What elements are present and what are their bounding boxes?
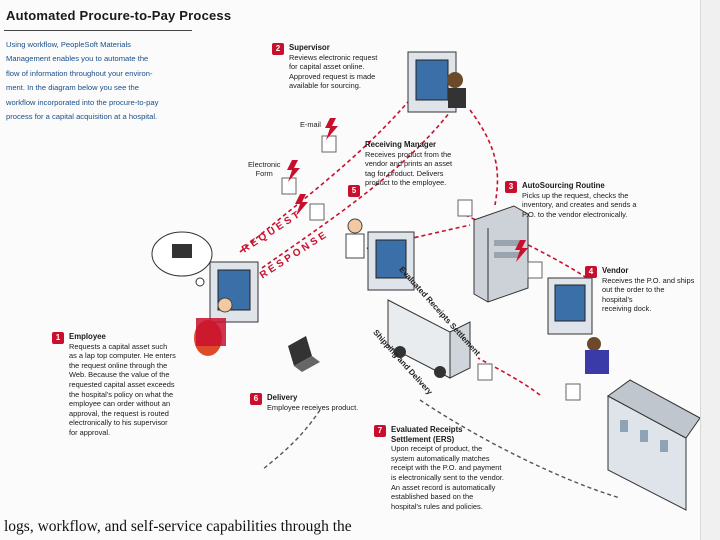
thought-bubble	[151, 231, 213, 287]
step-number: 3	[505, 181, 517, 193]
step-description: Receives product from the vendor and pri…	[365, 149, 453, 188]
electronic-form-label: Electronic Form	[248, 160, 281, 178]
step-description: Requests a capital asset such as a lap t…	[69, 341, 176, 437]
delivery-path	[419, 399, 621, 499]
delivery-truck	[387, 299, 471, 379]
step-heading: Vendor	[602, 266, 629, 275]
document-page: Automated Procure-to-Pay Process Using w…	[4, 8, 700, 535]
step-4-vendor: 4 Vendor Receives the P.O. and ships out…	[585, 266, 695, 314]
receiving-path	[359, 224, 471, 251]
diagram-title: Automated Procure-to-Pay Process	[6, 8, 232, 23]
receiving-workstation	[345, 218, 415, 291]
step-5-receiving-manager: 5 Receiving Manager Receives product fro…	[348, 140, 478, 197]
step-number: 6	[250, 393, 262, 405]
po-path	[464, 214, 591, 281]
step-number: 2	[272, 43, 284, 55]
autosourcing-path	[469, 109, 499, 206]
employee-workstation	[194, 261, 259, 356]
step-heading: Employee	[69, 332, 106, 341]
step-description: Employee receives product.	[267, 402, 359, 412]
email-label: E-mail	[300, 120, 321, 129]
laptop-delivered	[288, 336, 320, 372]
step-description: Receives the P.O. and ships out the orde…	[602, 275, 695, 314]
process-illustration	[151, 51, 700, 511]
title-rule	[4, 30, 192, 31]
step-6-delivery: 6 Delivery Employee receives product.	[250, 393, 380, 412]
step-number: 4	[585, 266, 597, 278]
payment-path	[477, 357, 541, 396]
supervisor-workstation	[407, 51, 466, 113]
step-number: 7	[374, 425, 386, 437]
step-heading: AutoSourcing Routine	[522, 181, 605, 190]
intro-paragraph: Using workflow, PeopleSoft Materials Man…	[6, 40, 159, 122]
step-description: Upon receipt of product, the system auto…	[391, 444, 504, 511]
signal-icons	[287, 118, 528, 262]
step-3-autosourcing: 3 AutoSourcing Routine Picks up the requ…	[505, 181, 675, 219]
hospital-building	[607, 379, 700, 511]
step-heading: Evaluated Receipts Settlement (ERS)	[391, 425, 463, 444]
step-7-ers: 7 Evaluated Receipts Settlement (ERS) Up…	[374, 425, 534, 511]
server-cabinet	[473, 205, 529, 303]
vendor-workstation	[547, 277, 609, 374]
step-number: 5	[348, 185, 360, 197]
step-heading: Delivery	[267, 393, 298, 402]
step-2-supervisor: 2 Supervisor Reviews electronic request …	[272, 43, 402, 91]
step-number: 1	[52, 332, 64, 344]
step-description: Reviews electronic request for capital a…	[289, 52, 378, 91]
request-path	[239, 87, 421, 253]
continuation-text: logs, workflow, and self-service capabil…	[4, 518, 352, 535]
step-description: Picks up the request, checks the invento…	[522, 190, 637, 219]
step-1-employee: 1 Employee Requests a capital asset such…	[52, 332, 232, 438]
form-icons	[281, 135, 581, 401]
response-path	[261, 111, 451, 269]
step-heading: Supervisor	[289, 43, 330, 52]
step-heading: Receiving Manager	[365, 140, 437, 149]
page-edge-bar	[700, 0, 720, 540]
